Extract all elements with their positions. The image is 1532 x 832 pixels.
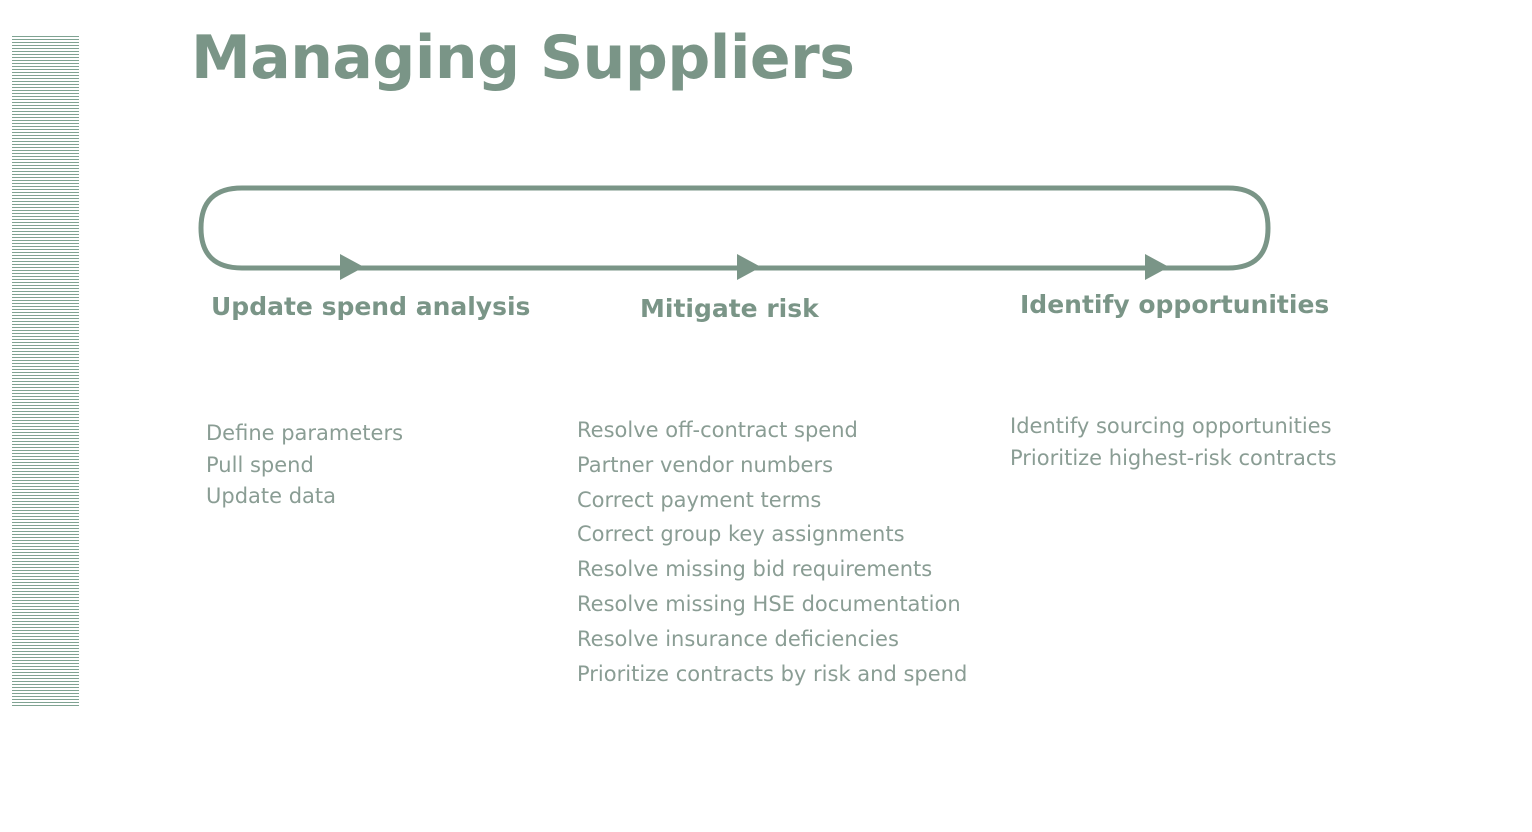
list-item: Prioritize highest-risk contracts bbox=[1010, 446, 1337, 470]
arrow-icon bbox=[737, 254, 761, 280]
list-item: Prioritize contracts by risk and spend bbox=[577, 661, 968, 686]
list-item: Resolve insurance deficiencies bbox=[577, 626, 899, 651]
list-item: Resolve missing bid requirements bbox=[577, 557, 933, 582]
list-item: Identify sourcing opportunities bbox=[1010, 414, 1332, 438]
list-item: Correct group key assignments bbox=[577, 522, 905, 547]
task-list-identify-opportunities: Identify sourcing opportunities Prioriti… bbox=[1010, 410, 1337, 474]
stage-label-mitigate-risk: Mitigate risk bbox=[640, 294, 819, 323]
stage-label-identify-opportunities: Identify opportunities bbox=[1020, 290, 1330, 319]
cycle-loop-path bbox=[198, 185, 1271, 271]
list-item: Define parameters bbox=[206, 421, 404, 445]
page-title: Managing Suppliers bbox=[191, 23, 855, 93]
arrow-icon bbox=[1145, 254, 1169, 280]
decorative-stripe-bar bbox=[12, 36, 79, 706]
list-item: Correct payment terms bbox=[577, 487, 822, 512]
stage-label-update-spend-analysis: Update spend analysis bbox=[211, 292, 531, 321]
task-list-mitigate-risk: Resolve off-contract spend Partner vendo… bbox=[577, 413, 967, 691]
list-item: Pull spend bbox=[206, 452, 314, 477]
list-item: Partner vendor numbers bbox=[577, 452, 834, 477]
list-item: Update data bbox=[206, 484, 337, 508]
list-item: Resolve off-contract spend bbox=[577, 418, 858, 442]
task-list-update-spend-analysis: Define parameters Pull spend Update data bbox=[206, 418, 403, 513]
arrow-icon bbox=[340, 254, 364, 280]
list-item: Resolve missing HSE documentation bbox=[577, 591, 961, 616]
